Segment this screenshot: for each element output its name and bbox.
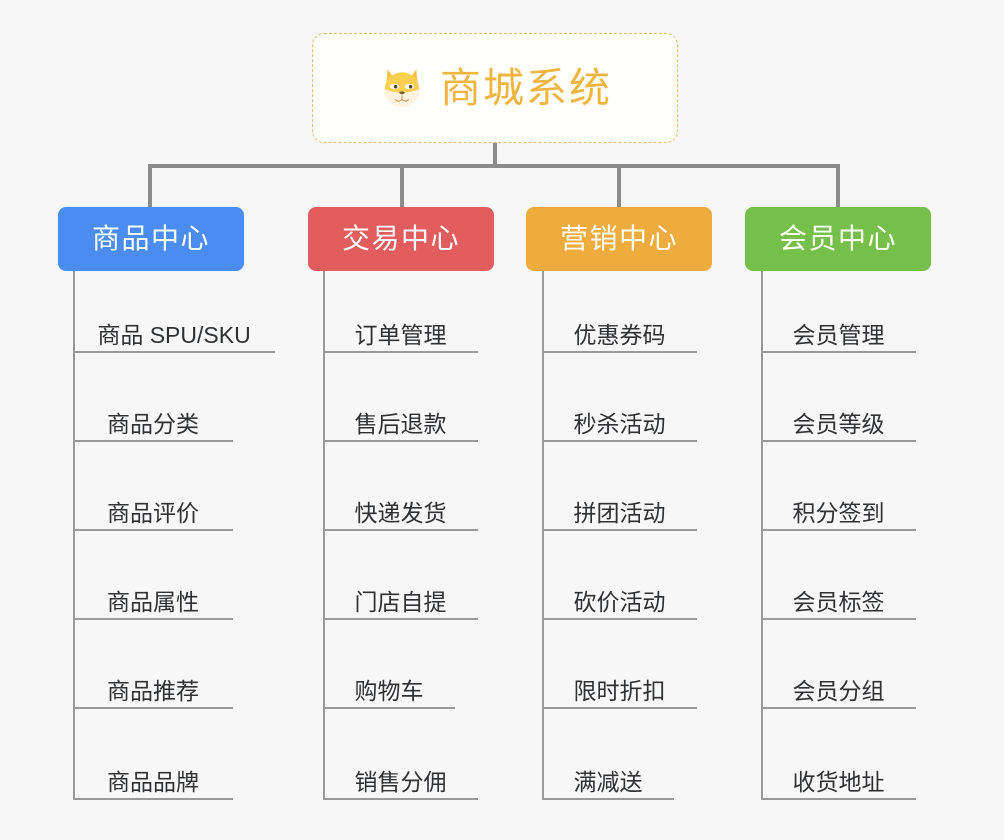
list-item[interactable]: 秒杀活动 xyxy=(542,353,697,442)
item-column-会员中心: 会员管理 会员等级 积分签到 会员标签 会员分组 收货地址 xyxy=(761,271,941,800)
list-item-label: 会员标签 xyxy=(792,588,885,615)
list-item-label: 收货地址 xyxy=(792,768,885,795)
list-item-label: 快递发货 xyxy=(354,499,447,526)
connector-drop-2 xyxy=(400,164,404,208)
connector-horizontal-bus xyxy=(150,164,840,168)
item-column-交易中心: 订单管理 售后退款 快递发货 门店自提 购物车 销售分佣 xyxy=(323,271,503,800)
list-item[interactable]: 优惠券码 xyxy=(542,271,697,353)
list-item-label: 订单管理 xyxy=(354,321,447,348)
category-header-交易中心[interactable]: 交易中心 xyxy=(308,207,494,271)
list-item-label: 砍价活动 xyxy=(573,588,666,615)
category-header-label: 交易中心 xyxy=(341,223,460,254)
column-spine xyxy=(73,271,75,800)
list-item[interactable]: 砍价活动 xyxy=(542,531,697,620)
list-item-label: 商品推荐 xyxy=(107,677,199,704)
column-spine xyxy=(761,271,763,800)
connector-drop-3 xyxy=(617,164,621,208)
category-header-会员中心[interactable]: 会员中心 xyxy=(745,207,931,271)
list-item-label: 拼团活动 xyxy=(573,499,666,526)
list-item[interactable]: 积分签到 xyxy=(761,442,916,531)
list-item[interactable]: 商品分类 xyxy=(73,353,233,442)
list-item[interactable]: 商品评价 xyxy=(73,442,233,531)
list-item-label: 商品分类 xyxy=(107,410,199,437)
list-item-label: 销售分佣 xyxy=(354,768,447,795)
list-item[interactable]: 购物车 xyxy=(323,620,455,709)
list-item-label: 满减送 xyxy=(573,768,643,795)
list-item-label: 商品评价 xyxy=(107,499,199,526)
list-item[interactable]: 订单管理 xyxy=(323,271,478,353)
list-item[interactable]: 会员分组 xyxy=(761,620,916,709)
column-spine xyxy=(323,271,325,800)
list-item[interactable]: 限时折扣 xyxy=(542,620,697,709)
item-column-营销中心: 优惠券码 秒杀活动 拼团活动 砍价活动 限时折扣 满减送 xyxy=(542,271,722,800)
list-item-label: 购物车 xyxy=(354,677,424,704)
list-item-label: 商品品牌 xyxy=(107,768,199,795)
root-node-mall-system[interactable]: 商城系统 xyxy=(312,33,678,143)
list-item[interactable]: 会员标签 xyxy=(761,531,916,620)
list-item-label: 积分签到 xyxy=(792,499,885,526)
list-item[interactable]: 会员等级 xyxy=(761,353,916,442)
list-item-label: 会员等级 xyxy=(792,410,885,437)
list-item[interactable]: 收货地址 xyxy=(761,709,916,800)
list-item[interactable]: 售后退款 xyxy=(323,353,478,442)
column-spine xyxy=(542,271,544,800)
list-item[interactable]: 快递发货 xyxy=(323,442,478,531)
list-item[interactable]: 拼团活动 xyxy=(542,442,697,531)
list-item-label: 秒杀活动 xyxy=(573,410,666,437)
list-item-label: 优惠券码 xyxy=(573,321,666,348)
category-header-商品中心[interactable]: 商品中心 xyxy=(58,207,244,271)
shiba-dog-face-icon xyxy=(384,69,420,107)
list-item[interactable]: 满减送 xyxy=(542,709,674,800)
list-item-label: 商品 SPU/SKU xyxy=(97,321,251,348)
list-item[interactable]: 会员管理 xyxy=(761,271,916,353)
list-item[interactable]: 商品推荐 xyxy=(73,620,233,709)
category-header-label: 商品中心 xyxy=(91,223,210,254)
list-item-label: 会员管理 xyxy=(792,321,885,348)
connector-drop-4 xyxy=(836,164,840,208)
list-item[interactable]: 销售分佣 xyxy=(323,709,478,800)
list-item[interactable]: 门店自提 xyxy=(323,531,478,620)
connector-drop-1 xyxy=(148,164,152,208)
list-item-label: 商品属性 xyxy=(107,588,199,615)
list-item-label: 限时折扣 xyxy=(573,677,666,704)
root-node-label: 商城系统 xyxy=(440,64,612,111)
list-item-label: 会员分组 xyxy=(792,677,885,704)
connector-root-stem xyxy=(493,143,497,167)
list-item[interactable]: 商品属性 xyxy=(73,531,233,620)
item-column-商品中心: 商品 SPU/SKU 商品分类 商品评价 商品属性 商品推荐 商品品牌 xyxy=(73,271,283,800)
category-header-label: 会员中心 xyxy=(778,223,897,254)
list-item-label: 门店自提 xyxy=(354,588,447,615)
list-item-label: 售后退款 xyxy=(354,410,447,437)
category-header-label: 营销中心 xyxy=(559,223,678,254)
category-header-营销中心[interactable]: 营销中心 xyxy=(526,207,712,271)
list-item[interactable]: 商品 SPU/SKU xyxy=(73,271,275,353)
list-item[interactable]: 商品品牌 xyxy=(73,709,233,800)
